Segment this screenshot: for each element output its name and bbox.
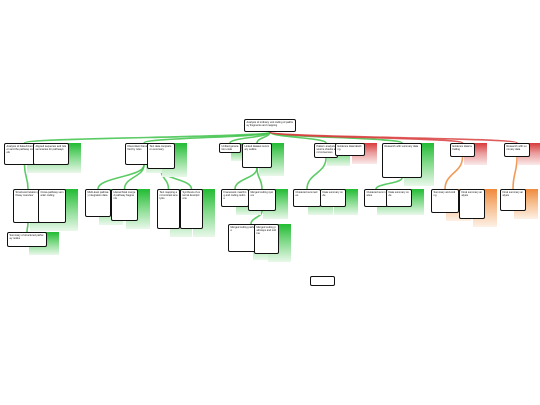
node-card: Final summary analysis <box>500 189 526 211</box>
node-card: Merged coding pathways and outline <box>254 224 279 254</box>
node-text: Summary and coding <box>433 191 456 198</box>
node-card: Research with summary data <box>382 143 422 178</box>
node-text: Text mapping and contrast analysis <box>159 191 178 201</box>
node-text: Evidence data labelling <box>452 145 472 152</box>
edge-b8-c2 <box>250 210 263 225</box>
node-a11[interactable]: Research with summary data <box>504 143 540 165</box>
edge-root-a6 <box>256 131 271 144</box>
node-card: Summary and coding <box>431 189 459 213</box>
node-card: Merged coding system <box>248 189 276 211</box>
node-root[interactable]: Analysis of ordinary unit coding of path… <box>244 119 308 140</box>
node-text: Synthesis of external descriptions <box>182 191 201 201</box>
node-card: Text data comparison summary <box>147 143 175 169</box>
node-text: Discordant frameworks modified by rules <box>127 145 161 152</box>
node-card: Evidence data labelling <box>450 143 475 157</box>
node-card: Summary of structured pathway nodes <box>7 232 47 247</box>
edge-a10-b13 <box>444 156 464 190</box>
node-text: Multi-level pathway integration data <box>87 191 109 198</box>
node-text: Research with summary data <box>384 145 419 148</box>
node-c1[interactable]: Summary of structured pathway nodes <box>7 232 59 255</box>
node-text: Pattern analysis source checks and conse… <box>316 145 336 155</box>
node-b6[interactable]: Synthesis of external descriptions <box>180 189 215 237</box>
node-b2[interactable]: Cross-pathway semantic coding <box>38 189 78 231</box>
node-text: Summary of structured pathway nodes <box>9 234 44 241</box>
node-card: Aligned sequence and rule summaries for … <box>33 143 69 165</box>
node-b12[interactable]: Data summary code <box>386 189 424 215</box>
node-text: Final summary analysis <box>461 191 483 198</box>
legend-box <box>310 276 335 286</box>
edge-a6-b8 <box>256 167 263 190</box>
node-card: Clustered summaries <box>364 189 388 207</box>
node-a4[interactable]: Text data comparison summary <box>147 143 187 177</box>
edge-a11-b15 <box>512 156 518 190</box>
node-text: Linked dataset summary outline <box>244 145 270 152</box>
node-card: Cross-pathway semantic coding <box>38 189 66 223</box>
node-a2[interactable]: Aligned sequence and rule summaries for … <box>33 143 81 173</box>
node-c3[interactable]: Merged coding pathways and outline <box>254 224 291 262</box>
node-a9[interactable]: Research with summary data <box>382 143 434 186</box>
node-text: Final summary analysis <box>502 191 524 198</box>
node-card: Linked dataset summary outline <box>242 143 272 168</box>
edge-root-a11 <box>269 131 518 144</box>
node-card: Hierarchical merged pathway fragments <box>111 189 138 221</box>
node-text: Clustered summaries <box>295 191 318 198</box>
edge-a9-b11 <box>375 177 403 190</box>
node-card: Analysis of ordinary unit coding of path… <box>244 119 296 132</box>
edge-b1-c1 <box>26 222 29 233</box>
node-text: Hierarchical merged pathway fragments <box>113 191 136 201</box>
node-card: Framework matching and coding outline <box>221 189 249 207</box>
node-b8[interactable]: Merged coding system <box>248 189 288 219</box>
node-text: Merged coding system <box>250 191 274 198</box>
edge-a3-b4 <box>123 164 145 190</box>
node-card: Evidence data labelling <box>335 143 365 156</box>
node-card: Final summary analysis <box>459 189 485 219</box>
edge-root-a3 <box>143 131 271 144</box>
node-b15[interactable]: Final summary analysis <box>500 189 538 219</box>
node-text: Analysis of data-driven extraction and t… <box>6 145 42 155</box>
node-card: Data summary code <box>320 189 346 207</box>
node-text: Data summary code <box>388 191 409 198</box>
node-text: Analysis of ordinary unit coding of path… <box>246 121 293 128</box>
edge-a1-b1 <box>23 164 29 190</box>
node-card: Data summary code <box>386 189 412 207</box>
node-b10[interactable]: Data summary code <box>320 189 358 215</box>
node-card: Research with summary data <box>504 143 530 157</box>
node-a6[interactable]: Linked dataset summary outline <box>242 143 284 176</box>
node-text: Evidence data labelling <box>337 145 362 152</box>
node-card: Clustered summaries <box>293 189 321 207</box>
node-text: Data summary code <box>322 191 343 198</box>
node-text: Research with summary data <box>506 145 527 152</box>
node-card: Unified generation code <box>219 143 241 153</box>
edge-a7-b9 <box>306 157 327 190</box>
node-text: Cross-pathway semantic coding <box>40 191 64 198</box>
node-card: Text mapping and contrast analysis <box>157 189 180 229</box>
node-text: Clustered summaries <box>366 191 386 198</box>
node-text: Merged coding pathways and outline <box>230 226 272 233</box>
node-text: Aligned sequence and rule summaries for … <box>35 145 67 152</box>
node-text: Unified generation code <box>221 145 239 152</box>
node-text: Merged coding pathways and outline <box>256 226 276 236</box>
node-b4[interactable]: Hierarchical merged pathway fragments <box>111 189 150 229</box>
node-text: Structured relation pathway overview <box>15 191 41 198</box>
node-a8[interactable]: Evidence data labelling <box>335 143 377 164</box>
node-a10[interactable]: Evidence data labelling <box>450 143 487 165</box>
node-text: Framework matching and coding outline <box>223 191 247 201</box>
node-text: Text data comparison summary <box>149 145 172 152</box>
node-b14[interactable]: Final summary analysis <box>459 189 497 227</box>
node-card: Synthesis of external descriptions <box>180 189 203 229</box>
node-card: Pattern analysis source checks and conse… <box>314 143 338 158</box>
node-card: Multi-level pathway integration data <box>85 189 111 217</box>
